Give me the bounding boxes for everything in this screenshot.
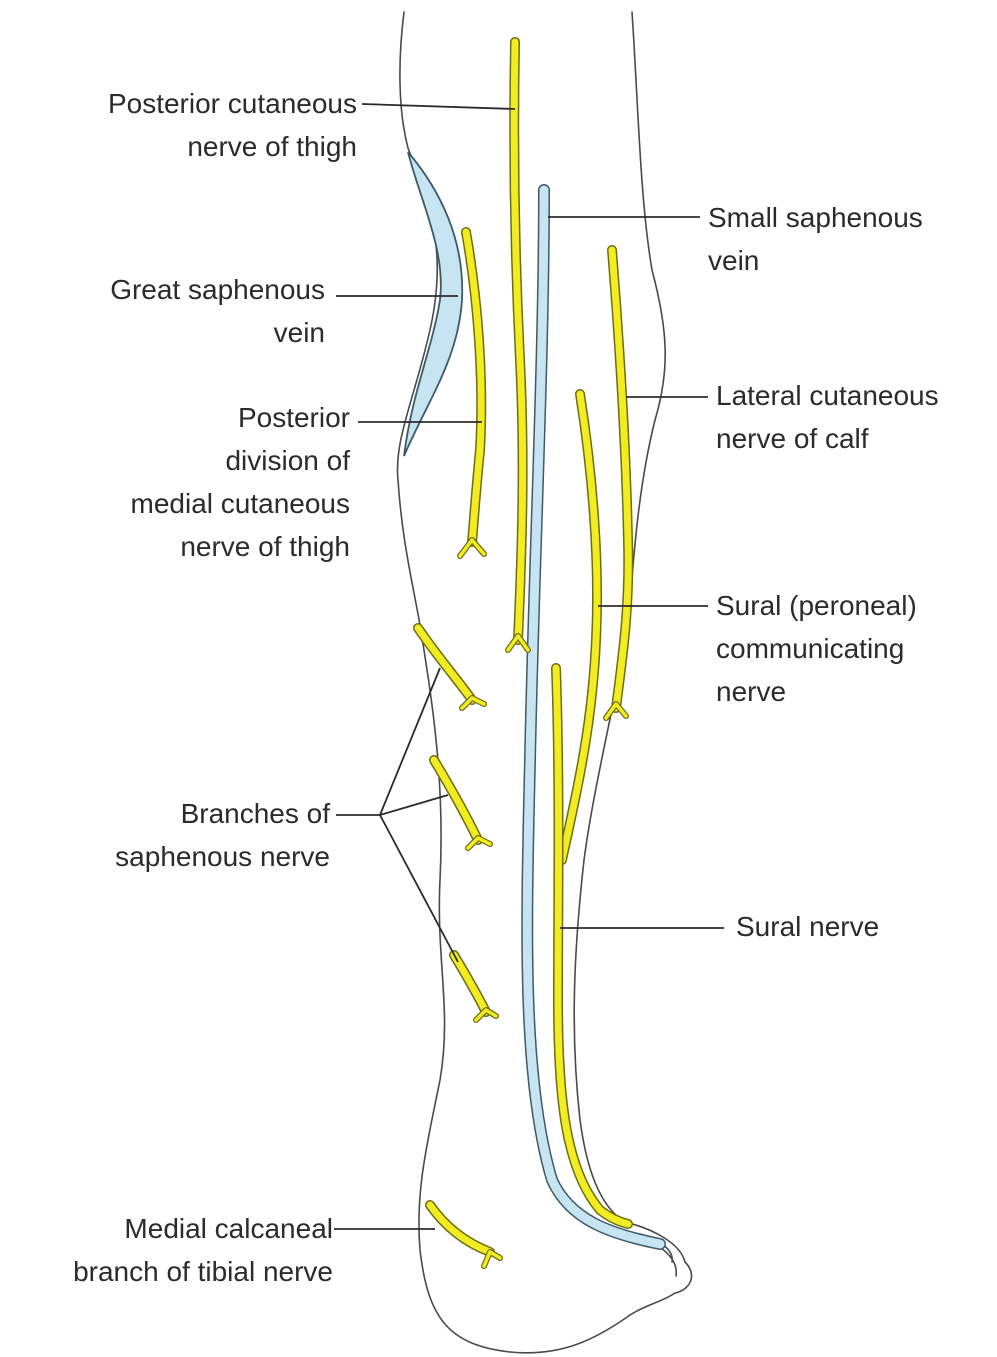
label-line: medial cutaneous [131,482,350,525]
label-line: Sural nerve [736,905,879,948]
medial-calcaneal-branch-shape [430,1205,500,1266]
label-line: Lateral cutaneous [716,374,939,417]
label-line: Sural (peroneal) [716,584,917,627]
label-line: nerve of calf [716,417,939,460]
leader-posterior-cutaneous-thigh [362,104,515,109]
posterior-division-medial-cutaneous-nerve-shape [460,232,484,556]
label-posterior-cutaneous-nerve-of-thigh: Posterior cutaneous nerve of thigh [108,82,357,168]
lateral-cutaneous-nerve-of-calf-shape [606,250,628,718]
label-line: nerve [716,670,917,713]
label-line: division of [131,439,350,482]
great-saphenous-vein-shape [404,152,462,456]
label-great-saphenous-vein: Great saphenous vein [110,268,325,354]
label-branches-of-saphenous-nerve: Branches of saphenous nerve [115,792,330,878]
label-line: Great saphenous [110,268,325,311]
label-line: vein [110,311,325,354]
label-posterior-division-medial-cutaneous-nerve: Posterior division of medial cutaneous n… [131,396,350,568]
sural-nerve-shape [556,668,628,1224]
label-line: Medial calcaneal [73,1207,333,1250]
label-sural-nerve: Sural nerve [736,905,879,948]
posterior-cutaneous-nerve-of-thigh-shape [508,42,528,650]
label-line: Posterior [131,396,350,439]
label-line: nerve of thigh [131,525,350,568]
label-line: nerve of thigh [108,125,357,168]
label-line: communicating [716,627,917,670]
label-lateral-cutaneous-nerve-of-calf: Lateral cutaneous nerve of calf [716,374,939,460]
label-sural-communicating-nerve: Sural (peroneal) communicating nerve [716,584,917,713]
label-line: saphenous nerve [115,835,330,878]
sural-communicating-nerve-shape [562,394,597,860]
label-line: branch of tibial nerve [73,1250,333,1293]
lateral-leg-contour [574,12,665,1222]
label-medial-calcaneal-branch: Medial calcaneal branch of tibial nerve [73,1207,333,1293]
label-small-saphenous-vein: Small saphenous vein [708,196,923,282]
label-line: Posterior cutaneous [108,82,357,125]
label-line: vein [708,239,923,282]
label-line: Small saphenous [708,196,923,239]
label-line: Branches of [115,792,330,835]
